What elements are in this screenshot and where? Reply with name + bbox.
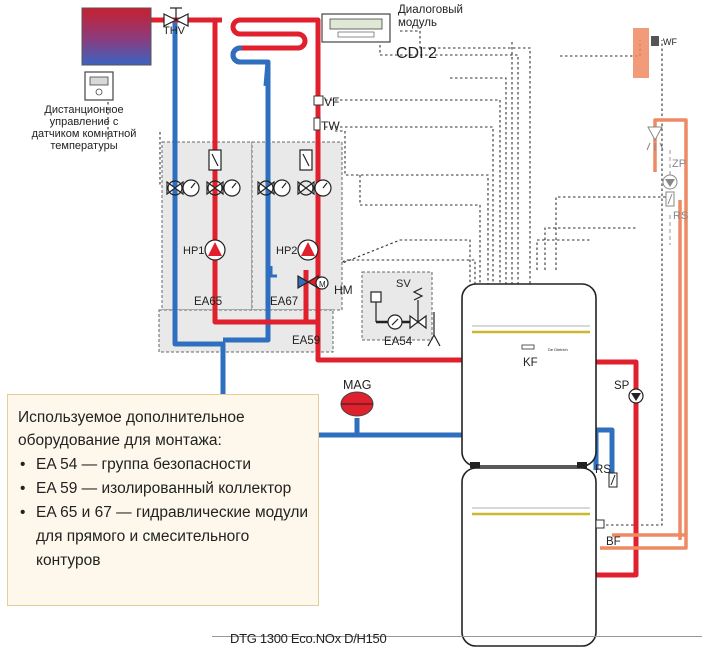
equipment-note: Используемое дополнительное оборудование… [7, 394, 319, 606]
motor-letter: M [319, 280, 326, 289]
dialog-module-label: Диалоговый модуль [398, 4, 463, 29]
note-item-ea59: EA 59 — изолированный коллектор [18, 477, 316, 501]
hp2-valves-gauges [257, 179, 332, 197]
radiator [81, 7, 152, 66]
thv-label: THV [163, 25, 186, 37]
note-list: EA 54 — группа безопасности EA 59 — изол… [18, 453, 316, 573]
check-valve-1 [208, 149, 222, 171]
tw-label: TW [321, 119, 340, 133]
rs-top-check-valve [665, 191, 675, 207]
rs-bottom-label: RS [595, 464, 611, 476]
caption-text: DTG 1300 Eco.NOx D/H150 [230, 631, 387, 646]
heating-coil [230, 17, 308, 65]
expansion-vessel [340, 391, 374, 417]
thv-valve [163, 7, 189, 27]
boiler-lower [461, 467, 597, 647]
zp-pump [662, 174, 678, 190]
hp1-label: HP1 [183, 245, 204, 257]
ea65-label: EA65 [194, 296, 222, 308]
ea54-label: EA54 [384, 336, 413, 348]
hm-label: HM [334, 283, 353, 297]
tw-sensor [313, 117, 321, 131]
note-item-ea54: EA 54 — группа безопасности [18, 453, 316, 477]
hp2-pump [297, 239, 319, 261]
cdi-label: CDI 2 [396, 45, 437, 62]
bypass-pipe [269, 266, 277, 278]
kf-sensor [521, 344, 535, 350]
sp-pump [628, 388, 644, 404]
zp-label: ZP [672, 158, 686, 170]
shower-head [646, 126, 664, 151]
note-title: Используемое дополнительное оборудование… [18, 409, 245, 449]
remote-control-text: Дистанционное управление с датчиком комн… [31, 104, 137, 152]
boiler-upper [461, 283, 597, 468]
bf-sensor [595, 519, 605, 529]
model-caption: DTG 1300 Eco.NOx D/H150 [212, 631, 702, 646]
rs-top-label: RS [673, 210, 688, 222]
kf-label: KF [523, 357, 538, 369]
hp2-label: HP2 [276, 245, 297, 257]
bf-label: BF [606, 536, 621, 548]
ea59-label: EA59 [292, 335, 320, 347]
note-item-ea65-67: EA 65 и 67 — гидравлические модули для п… [18, 501, 316, 573]
remote-control-unit [84, 71, 114, 101]
control-wiring [107, 30, 671, 526]
vf-label: VF [324, 95, 339, 109]
sp-label: SP [614, 380, 630, 392]
sv-label: SV [396, 278, 411, 290]
rs-check-valve [608, 472, 618, 488]
supply-pipes [151, 17, 639, 578]
ea67-label: EA67 [270, 296, 298, 308]
hp1-valves-gauges [166, 179, 241, 197]
hp1-pump [204, 239, 226, 261]
cdi2-module [321, 13, 391, 43]
outdoor-wall [633, 28, 659, 78]
vf-sensor [313, 95, 324, 106]
wf-label: WF [663, 37, 677, 47]
safety-group [370, 287, 441, 347]
check-valve-2 [299, 149, 313, 171]
brand-label: De Dietrich [548, 347, 568, 352]
mag-label: MAG [343, 378, 371, 392]
mixer-valve [297, 274, 329, 290]
